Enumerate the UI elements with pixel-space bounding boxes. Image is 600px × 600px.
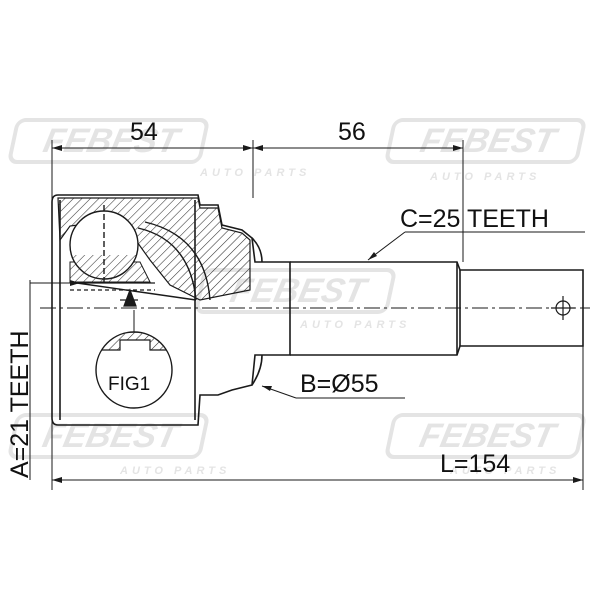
watermark-logo <box>385 118 586 164</box>
watermark-brand: FEBEST <box>40 122 185 160</box>
watermark-layer <box>8 118 586 459</box>
dim-width-left: 54 <box>130 118 158 146</box>
dim-outer-spline: C=25 TEETH <box>400 205 549 233</box>
watermark-subline: AUTO PARTS <box>299 319 410 331</box>
dimension-arrows <box>52 145 583 483</box>
inner-spline-marker <box>70 282 155 307</box>
watermark-subline: AUTO PARTS <box>199 167 310 179</box>
watermark-subline: AUTO PARTS <box>449 465 560 477</box>
fig1-label: FIG1 <box>108 374 150 395</box>
watermark-brand: FEBEST <box>416 417 561 455</box>
dim-shaft-diameter: B=Ø55 <box>300 370 379 398</box>
shaft-end-mark <box>551 296 575 320</box>
watermark-subline: AUTO PARTS <box>119 465 230 477</box>
dim-inner-spline: A=21 TEETH <box>6 330 34 478</box>
dim-width-right: 56 <box>338 118 366 146</box>
watermark-logo <box>8 413 209 459</box>
race-curves <box>69 221 211 301</box>
watermark-brand: FEBEST <box>417 122 562 160</box>
ball-detail <box>69 205 139 285</box>
watermark-brand: FEBEST <box>227 272 372 310</box>
watermark-subline: AUTO PARTS <box>429 171 540 183</box>
watermark-logo <box>385 413 586 459</box>
watermark-text-layer: FEBEST FEBEST FEBEST FEBEST FEBEST AUTO … <box>39 122 562 477</box>
fig1-callout: FIG1 <box>95 310 173 409</box>
dim-total-length: L=154 <box>440 450 510 478</box>
watermark-logo <box>8 118 209 164</box>
watermark-brand: FEBEST <box>39 417 184 455</box>
